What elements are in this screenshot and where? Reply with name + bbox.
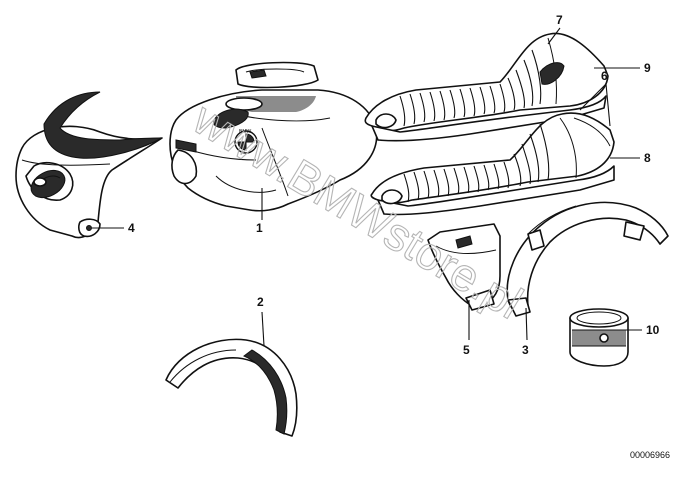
- front-fender[interactable]: [165, 338, 298, 437]
- callout-10: 10: [646, 323, 660, 337]
- callout-5: 5: [463, 343, 470, 357]
- callouts: 1 2 3 4 5 6 7 8 9 10: [128, 13, 660, 357]
- callout-3: 3: [522, 343, 529, 357]
- headlight-fairing[interactable]: [15, 91, 163, 239]
- document-id: 00006966: [630, 450, 670, 460]
- seat-lower[interactable]: [370, 112, 615, 216]
- callout-6: 6: [601, 69, 608, 83]
- seat-upper[interactable]: [364, 32, 609, 142]
- tank-cap[interactable]: [235, 61, 319, 89]
- side-cover[interactable]: [427, 223, 501, 311]
- leader-lines: [92, 27, 642, 347]
- callout-1: 1: [256, 221, 263, 235]
- fuel-tank[interactable]: BMW: [169, 89, 378, 212]
- callout-2: 2: [257, 295, 264, 309]
- callout-8: 8: [644, 151, 651, 165]
- bmw-logo-text: BMW: [239, 129, 252, 135]
- rear-fender[interactable]: [506, 201, 669, 317]
- callout-9: 9: [644, 61, 651, 75]
- callout-7: 7: [556, 13, 563, 27]
- callout-4: 4: [128, 221, 135, 235]
- paint-tin[interactable]: [569, 308, 629, 367]
